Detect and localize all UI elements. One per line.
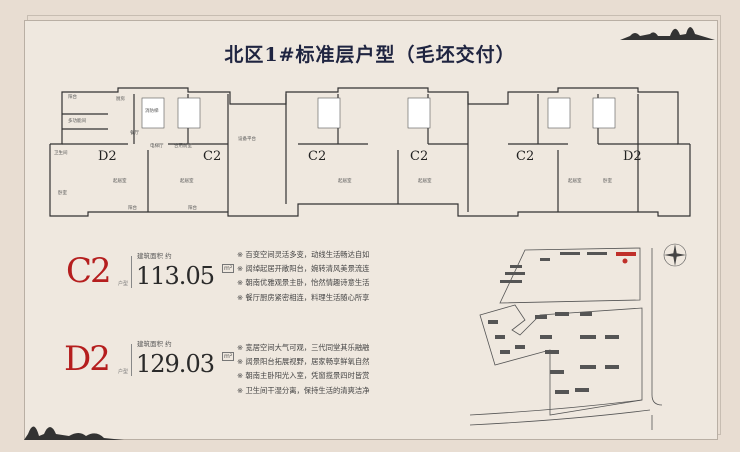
divider [131,256,132,288]
site-map [470,247,663,430]
feature-item: ※ 阔景阳台拓展视野，居家畅享鲜氧自然 [237,357,370,367]
unit-label-d2-right: D2 [623,149,642,164]
compass-rose-icon [663,243,687,267]
unit-type-suffix: 户型 [118,281,129,287]
room-label: 阳台 [188,206,197,211]
room-label: 餐厅 [130,131,139,136]
feature-item: ※ 朝南主卧阳光入室，凭窗揽景四时皆赏 [237,371,370,381]
room-label: 起居室 [418,179,432,184]
unit-label-c2: C2 [410,149,429,164]
room-label: 起居室 [338,179,352,184]
unit-label-c2: C2 [516,149,535,164]
page-title: 北区1#标准层户型（毛坯交付） [224,44,516,66]
floor-plan-walls [49,87,691,217]
feature-item: ※ 餐厅厨房紧密相连，料理生活随心所享 [237,292,370,302]
area-value-c2: 113.05 [136,262,215,290]
feature-item: ※ 朝南优雅观景主卧，怡然情趣诗意生活 [237,278,370,288]
room-label: 合用前室 [174,144,192,149]
feature-list-d2: ※ 宽居空间大气可观，三代同堂其乐融融 ※ 阔景阳台拓展视野，居家畅享鲜氧自然 … [237,341,369,398]
area-label: 建筑面积 约 [137,340,172,348]
feature-item: ※ 百变空间灵活多变，动线生活畅达自如 [237,250,370,259]
unit-type-d2: D2 [64,339,111,379]
room-label: 卫生间 [54,151,68,156]
room-label: 起居室 [113,179,127,184]
mountain-ornament-bottom [24,426,124,440]
poster-frame [24,20,718,440]
mountain-ornament-top [620,27,715,40]
room-label: 厨房 [116,97,125,102]
area-unit: m² [222,352,235,362]
feature-item: ※ 宽居空间大气可观，三代同堂其乐融融 [237,343,370,352]
divider [131,344,132,376]
room-label: 多功能间 [68,119,86,124]
area-unit: m² [222,264,235,274]
highlighted-building [616,252,636,256]
floor-plan: D2 C2 C2 C2 C2 D2 阳台 厨房 多功能间 餐厅 卫生间 卧室 起… [38,84,702,224]
unit-type-suffix: 户型 [118,369,129,375]
room-label: 设备平台 [238,137,256,142]
area-label: 建筑面积 约 [137,252,172,260]
room-label: 卧室 [603,179,612,184]
room-label: 起居室 [568,179,582,184]
room-label: 消防梯 [145,109,159,114]
room-label: 电梯厅 [150,144,164,149]
room-label: 阳台 [68,95,77,100]
feature-list-c2: ※ 百变空间灵活多变，动线生活畅达自如 ※ 阔绰起居开敞阳台，婉转清风美景流连 … [237,248,369,305]
room-label: 阳台 [128,206,137,211]
unit-label-c2: C2 [203,149,222,164]
room-label: 起居室 [180,179,194,184]
feature-item: ※ 卫生间干湿分离，保持生活的清爽洁净 [237,385,370,395]
feature-item: ※ 阔绰起居开敞阳台，婉转清风美景流连 [237,264,370,274]
unit-label-d2-left: D2 [98,149,117,164]
area-value-d2: 129.03 [136,350,215,378]
unit-type-c2: C2 [66,251,112,291]
unit-label-c2: C2 [308,149,327,164]
room-label: 卧室 [58,191,67,196]
